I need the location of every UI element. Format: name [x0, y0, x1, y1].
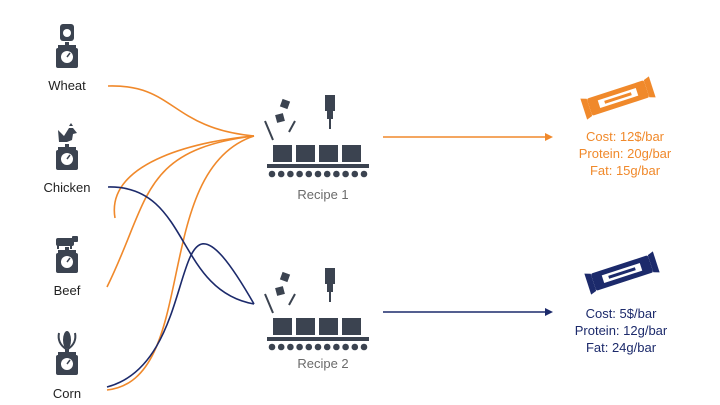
recipe-2-stats: Cost: 5$/bar Protein: 12g/bar Fat: 24g/b… — [551, 305, 691, 356]
corn-to-recipe-2-curve — [106, 243, 255, 388]
recipe-2-cost: Cost: 5$/bar — [585, 306, 657, 321]
ingredient-label-beef: Beef — [53, 283, 81, 298]
blue-bar-icon — [584, 251, 660, 295]
recipe-1-protein: Protein: 20g/bar — [578, 146, 672, 161]
orange-bar-icon — [580, 76, 656, 120]
chicken-to-recipe-2-curve — [107, 186, 255, 305]
recipe-2-protein: Protein: 12g/bar — [574, 323, 668, 338]
ingredient-label-corn: Corn — [52, 386, 82, 401]
recipe-1-flows — [106, 85, 255, 391]
recipe-2-flows — [106, 186, 255, 388]
scale-corn-icon — [56, 331, 78, 375]
recipe-1-label: Recipe 1 — [297, 187, 349, 202]
beef-to-recipe-1-curve — [106, 135, 255, 288]
recipe-2-fat: Fat: 24g/bar — [585, 340, 657, 355]
recipe-1-fat: Fat: 15g/bar — [589, 163, 661, 178]
recipe-2-label: Recipe 2 — [297, 356, 349, 371]
assembly-line-icon — [264, 95, 369, 178]
recipe-2-output-arrow — [383, 308, 553, 316]
scale-chicken-icon — [56, 123, 78, 170]
assembly-line-icon — [264, 268, 369, 351]
chicken-to-recipe-1-curve — [113, 135, 255, 219]
corn-to-recipe-1-curve — [106, 135, 255, 391]
recipe-1-output-arrow — [383, 133, 553, 141]
ingredient-label-wheat: Wheat — [48, 78, 86, 93]
scale-wheat-icon — [56, 24, 78, 68]
wheat-to-recipe-1-curve — [107, 85, 255, 137]
recipe-1-stats: Cost: 12$/bar Protein: 20g/bar Fat: 15g/… — [555, 128, 695, 179]
recipe-1-cost: Cost: 12$/bar — [585, 129, 665, 144]
scale-beef-icon — [56, 236, 78, 273]
ingredient-label-chicken: Chicken — [43, 180, 91, 195]
